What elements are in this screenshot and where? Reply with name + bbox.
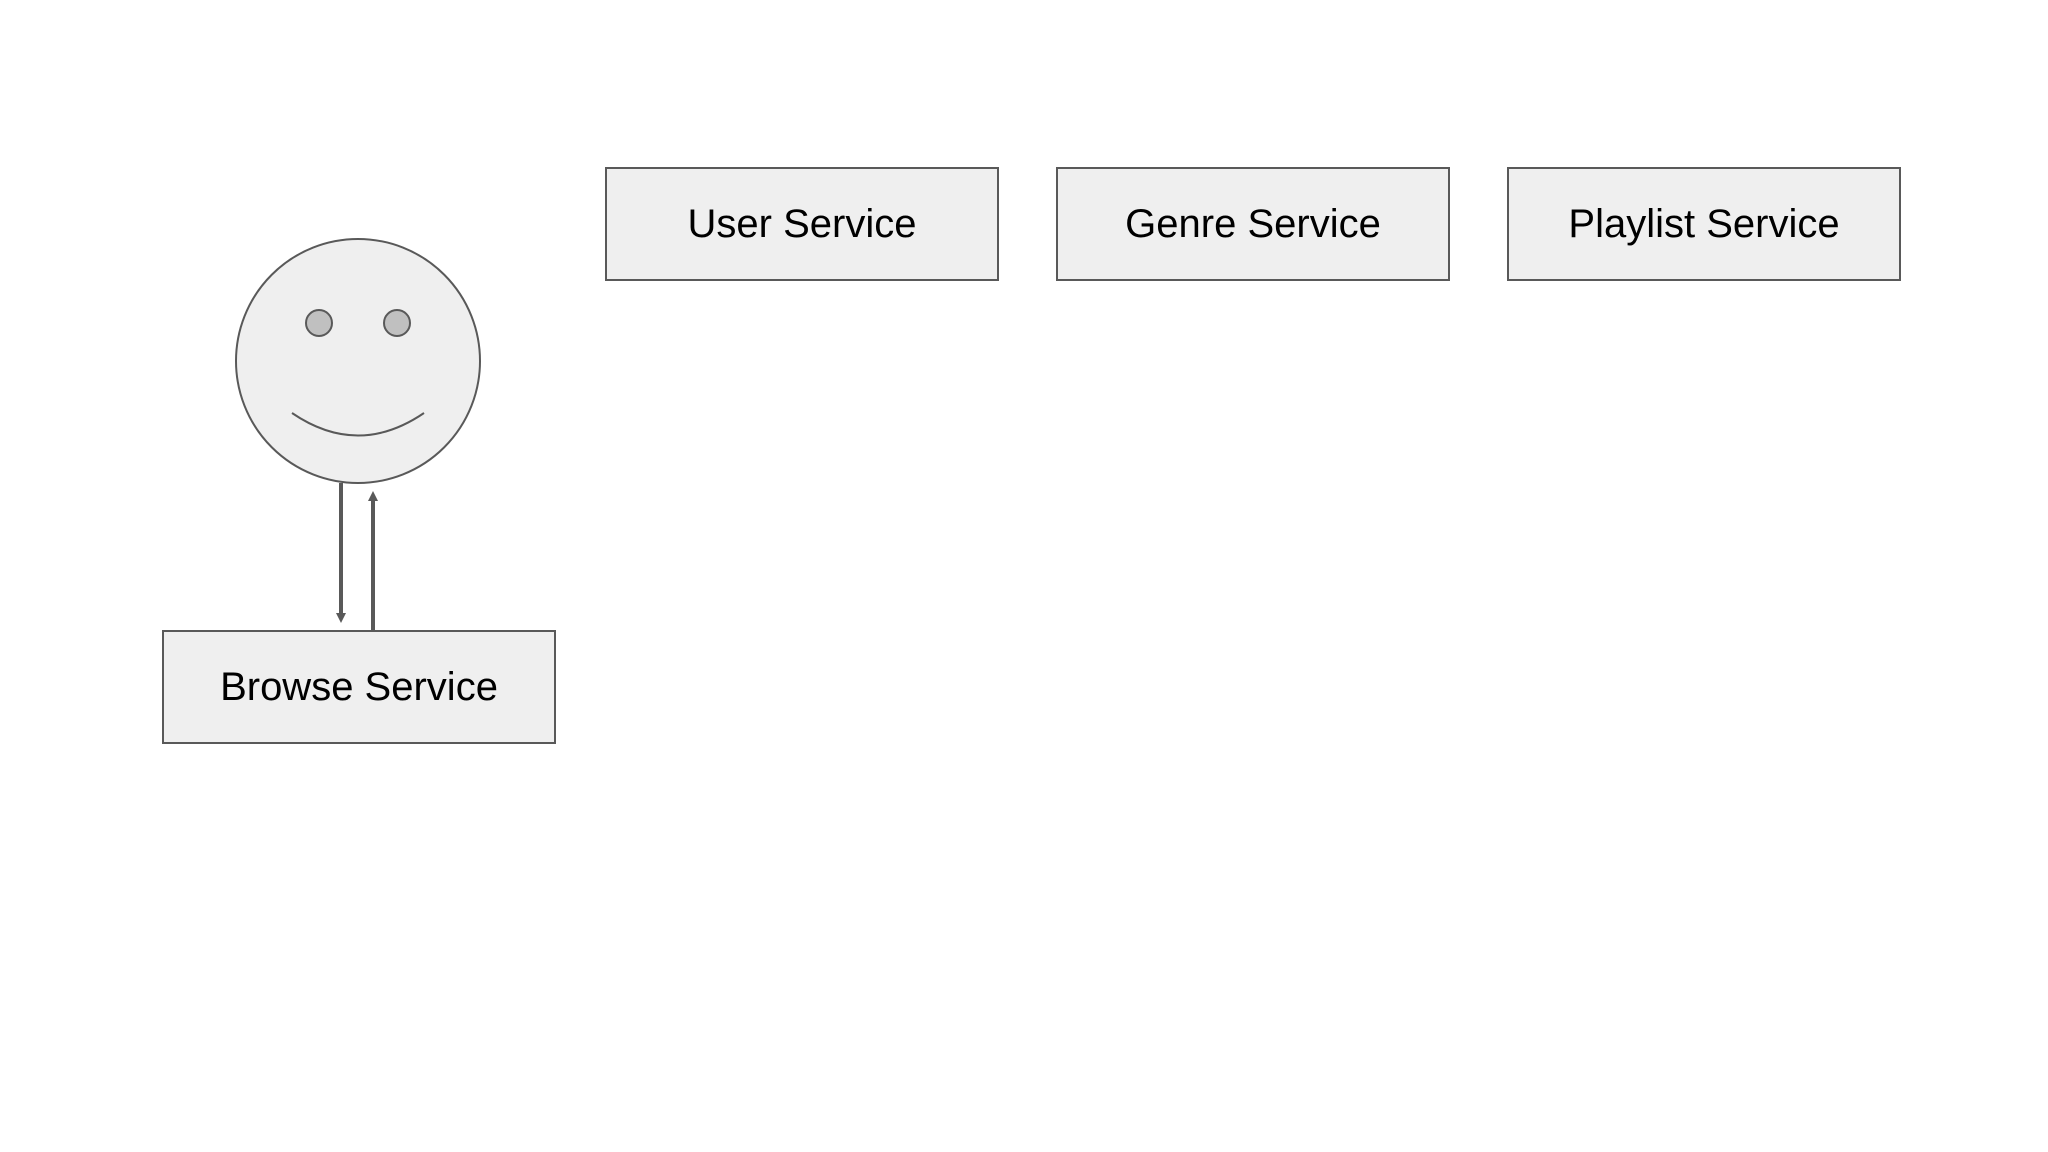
playlist-service-label: Playlist Service xyxy=(1568,201,1840,246)
user-face-icon xyxy=(235,238,481,484)
browse-service-label: Browse Service xyxy=(220,664,498,709)
user-service-label: User Service xyxy=(687,201,917,246)
browse-service-box: Browse Service xyxy=(162,630,556,744)
right-eye-icon xyxy=(383,309,411,337)
smile-icon xyxy=(291,412,425,437)
playlist-service-box: Playlist Service xyxy=(1507,167,1901,281)
genre-service-box: Genre Service xyxy=(1056,167,1450,281)
face-outline xyxy=(235,238,481,484)
left-eye-icon xyxy=(305,309,333,337)
user-service-box: User Service xyxy=(605,167,999,281)
genre-service-label: Genre Service xyxy=(1125,201,1381,246)
